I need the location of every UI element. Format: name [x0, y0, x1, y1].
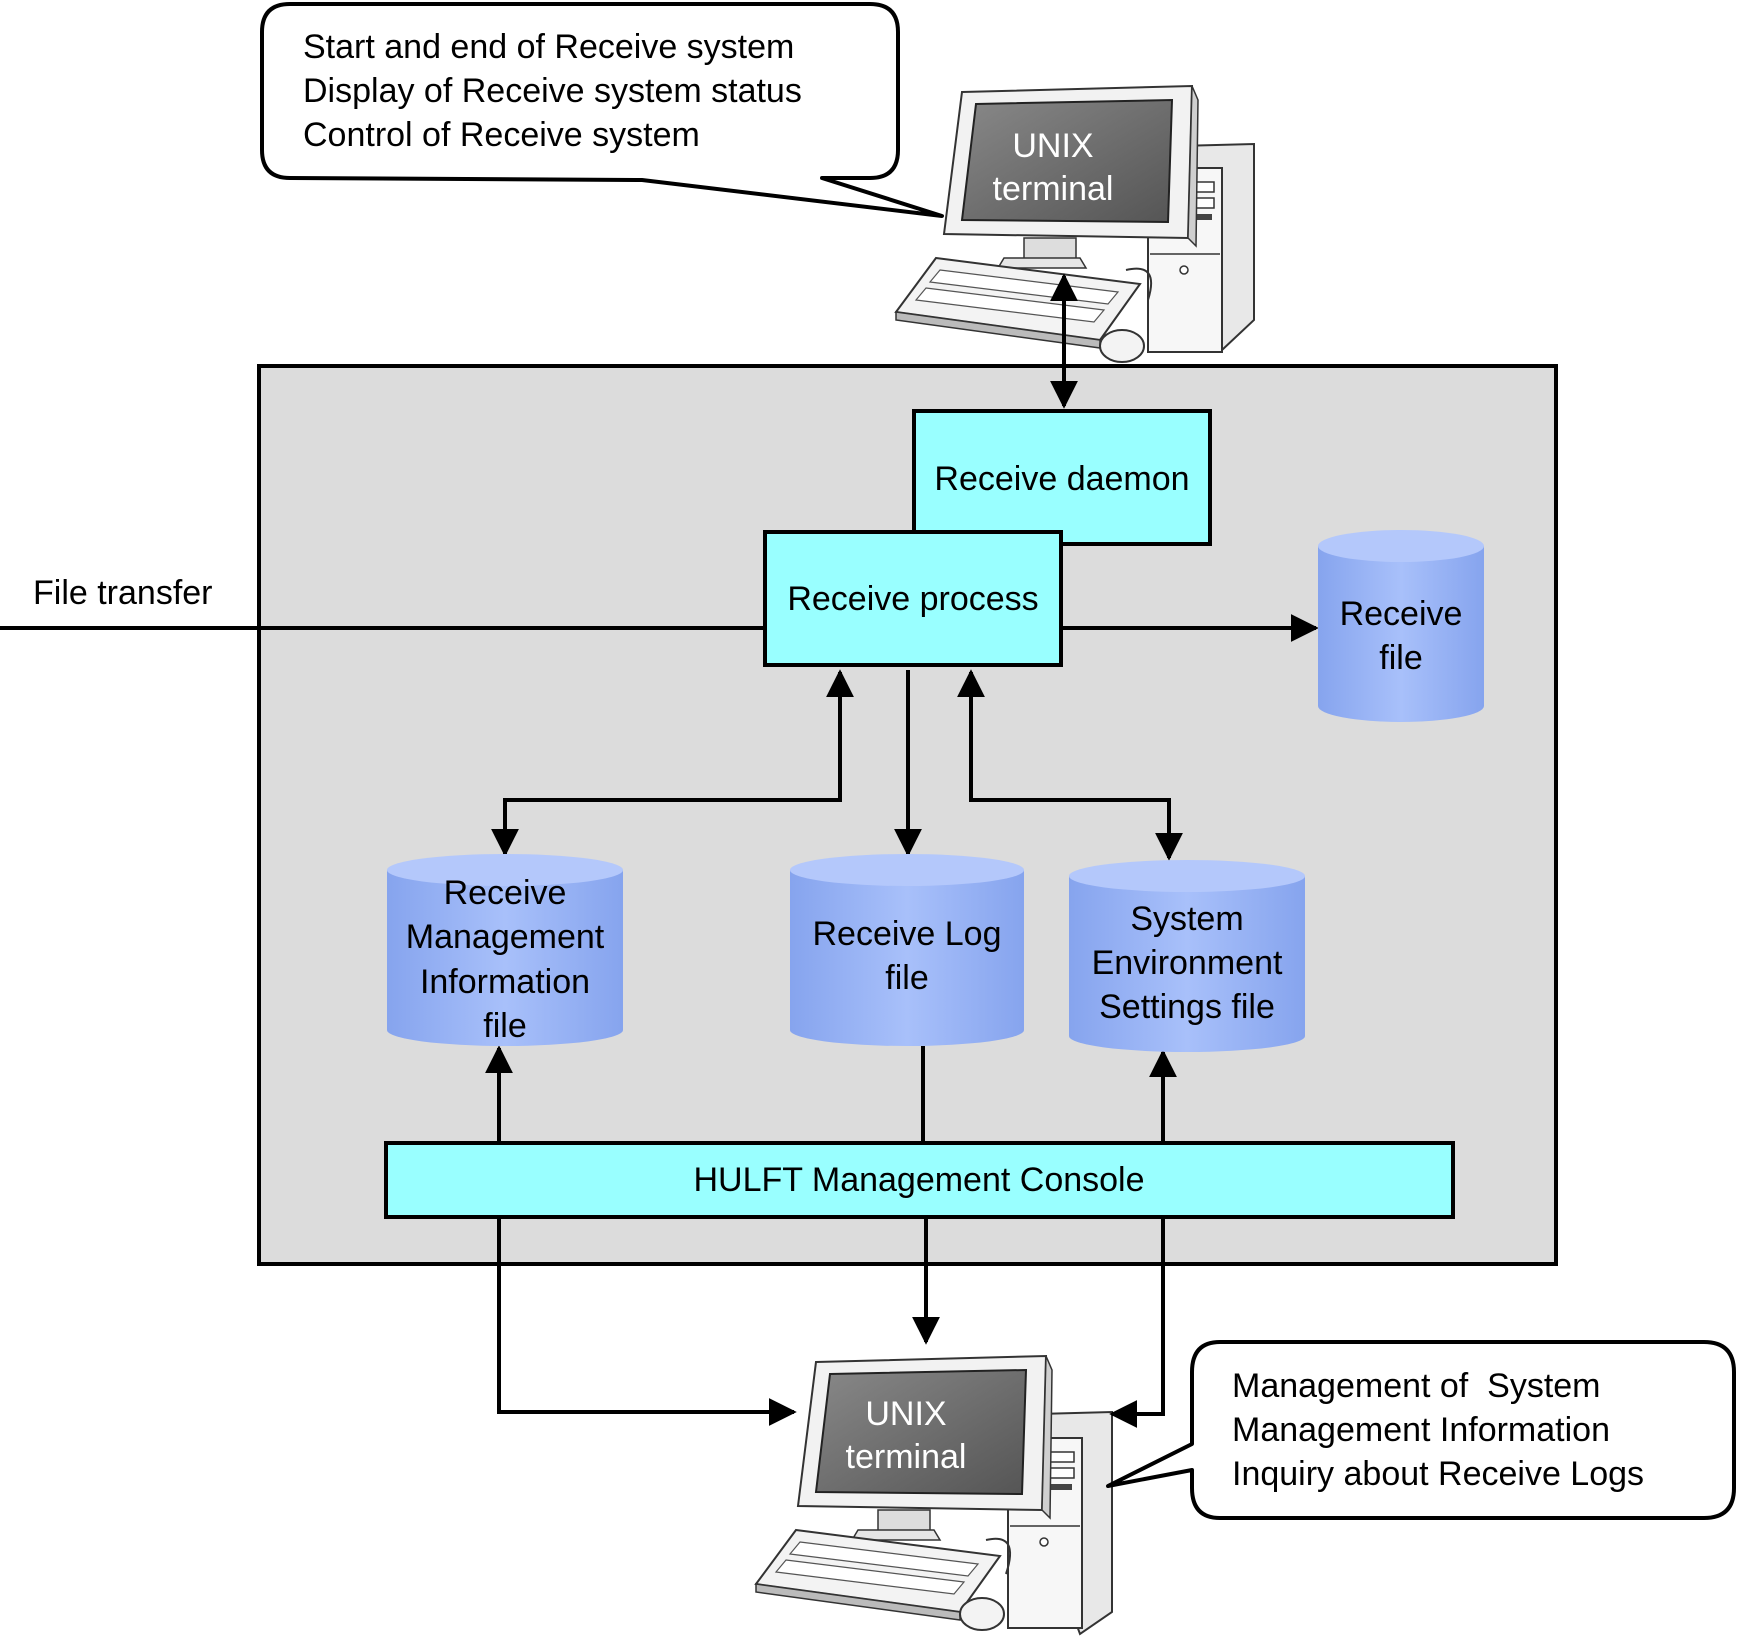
file-transfer-label: File transfer [33, 574, 213, 612]
mgmt-info-label-4: file [483, 1007, 526, 1045]
arrow-process-sysenv [957, 669, 1183, 861]
top-unix-terminal: UNIX terminal [894, 84, 1255, 363]
keyboard-icon [754, 1528, 1002, 1621]
mouse-icon [1099, 267, 1153, 363]
top-callout-line-2: Display of Receive system status [303, 72, 802, 110]
arrow-console-terminal-right [1109, 1216, 1165, 1428]
hulft-management-console-box: HULFT Management Console [384, 1141, 1455, 1219]
bottom-callout: Management of System Management Informat… [1106, 1340, 1736, 1520]
top-callout: Start and end of Receive system Display … [260, 2, 944, 218]
mouse-icon [959, 1537, 1011, 1631]
top-terminal-label-1: UNIX [1012, 127, 1093, 165]
sys-env-label-3: Settings file [1099, 988, 1275, 1026]
connectors [0, 273, 1319, 1428]
sys-env-label-2: Environment [1092, 944, 1283, 982]
mgmt-info-label-1: Receive [444, 874, 567, 912]
monitor-icon [796, 1354, 1053, 1541]
receive-process-label: Receive process [787, 580, 1038, 618]
bottom-terminal-label-1: UNIX [865, 1395, 946, 1433]
bottom-terminal-label-2: terminal [846, 1438, 967, 1476]
arrow-process-mgmt-info [491, 669, 854, 857]
top-terminal-label-2: terminal [993, 170, 1114, 208]
sys-env-label-1: System [1130, 900, 1243, 938]
keyboard-icon [894, 256, 1142, 349]
receive-file-label-1: Receive [1340, 595, 1463, 633]
receive-management-information-file-cylinder: Receive Management Information file [387, 854, 623, 1046]
arrow-console-terminal-left [497, 1216, 797, 1426]
receive-daemon-label: Receive daemon [934, 460, 1189, 498]
receive-file-label-2: file [1379, 639, 1422, 677]
system-environment-settings-file-cylinder: System Environment Settings file [1069, 860, 1305, 1052]
bottom-callout-line-2: Management Information [1232, 1411, 1610, 1449]
mgmt-info-label-2: Management [406, 918, 605, 956]
console-label: HULFT Management Console [693, 1161, 1144, 1199]
receive-log-file-cylinder: Receive Log file [790, 854, 1024, 1046]
bottom-callout-line-3: Inquiry about Receive Logs [1232, 1455, 1644, 1493]
receive-log-label-1: Receive Log [812, 915, 1001, 953]
monitor-icon [942, 84, 1199, 269]
bottom-unix-terminal: UNIX terminal [754, 1354, 1113, 1636]
top-callout-line-1: Start and end of Receive system [303, 28, 794, 66]
receive-process-box: Receive process [763, 530, 1063, 667]
receive-daemon-box: Receive daemon [912, 409, 1212, 546]
receive-log-label-2: file [885, 959, 928, 997]
receive-file-cylinder: Receive file [1318, 530, 1484, 722]
top-callout-line-3: Control of Receive system [303, 116, 700, 154]
bottom-callout-line-1: Management of System [1232, 1367, 1601, 1405]
mgmt-info-label-3: Information [420, 963, 590, 1001]
